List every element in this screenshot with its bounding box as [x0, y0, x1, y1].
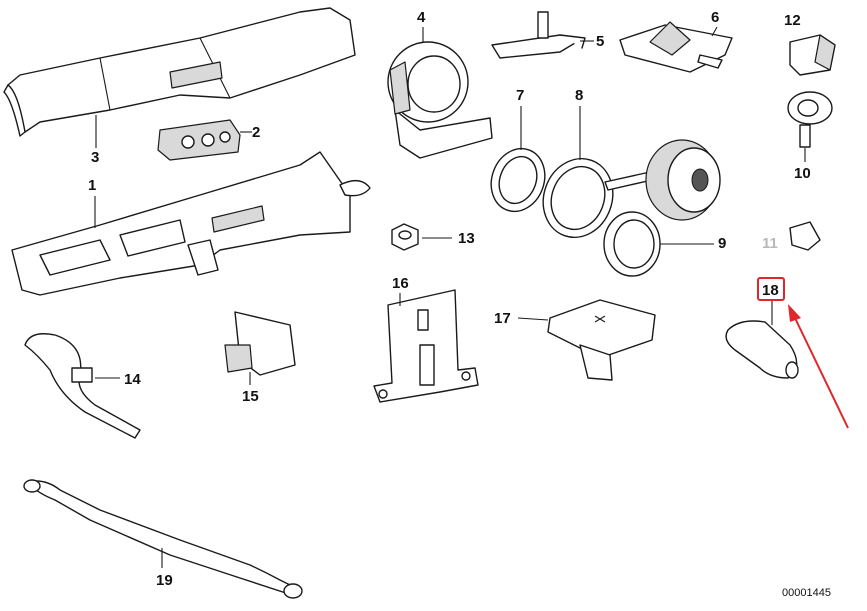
part-6-clip[interactable]	[619, 21, 733, 73]
callout-16: 16	[392, 275, 409, 292]
callout-10: 10	[794, 165, 811, 182]
callout-5: 5	[596, 33, 604, 50]
part-8-gasket[interactable]	[532, 149, 653, 247]
part-11-clip[interactable]	[789, 221, 821, 251]
part-9-knob[interactable]	[603, 139, 721, 277]
callout-17: 17	[494, 310, 511, 327]
part-4-ring-mount[interactable]	[387, 41, 493, 159]
callout-1: 1	[88, 177, 96, 194]
part-19-ground-strap[interactable]	[23, 479, 303, 599]
part-14-cable-tie[interactable]	[24, 333, 141, 439]
part-10-clip[interactable]	[787, 91, 833, 148]
callout-15: 15	[242, 388, 259, 405]
part-18-grommet[interactable]	[725, 320, 799, 379]
highlight-arrow-head	[788, 304, 801, 322]
part-13-nut[interactable]	[391, 223, 419, 251]
reference-number: 00001445	[782, 587, 831, 599]
callout-18: 18	[762, 282, 779, 299]
callout-6: 6	[711, 9, 719, 26]
callout-2: 2	[252, 124, 260, 141]
part-3-trim-cover[interactable]	[3, 7, 356, 137]
highlight-arrow	[794, 317, 849, 429]
part-16-bracket[interactable]	[373, 289, 479, 403]
callout-3: 3	[91, 149, 99, 166]
callout-7: 7	[516, 87, 524, 104]
leader-17	[517, 317, 549, 321]
callout-12: 12	[784, 12, 801, 29]
part-12-clip[interactable]	[789, 34, 836, 76]
callout-19: 19	[156, 572, 173, 589]
part-17-holder[interactable]	[547, 299, 656, 381]
highlight-box-18	[757, 277, 785, 301]
callout-4: 4	[417, 9, 426, 26]
part-1-tray[interactable]	[11, 151, 371, 296]
leader-6	[711, 26, 718, 37]
part-15-clip[interactable]	[224, 311, 296, 376]
callout-13: 13	[458, 230, 475, 247]
part-2-connector[interactable]	[157, 119, 241, 161]
callout-11: 11	[762, 235, 778, 252]
callout-8: 8	[575, 87, 583, 104]
part-5-bracket[interactable]	[491, 11, 586, 59]
part-7-nut-ring[interactable]	[483, 141, 554, 219]
callout-9: 9	[718, 235, 726, 252]
callout-14: 14	[124, 371, 141, 388]
